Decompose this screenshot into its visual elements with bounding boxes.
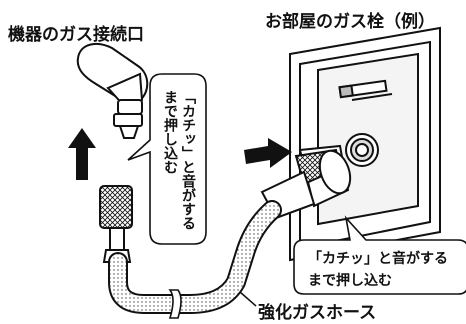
hose-break-marks	[168, 289, 182, 319]
callout-right-bubble	[293, 215, 466, 295]
appliance-connector-label: 機器のガス接続口	[8, 25, 144, 45]
room-gas-valve-label: お部屋のガス栓（例）	[265, 12, 435, 32]
callout-right-line2: まで押し込む	[308, 273, 392, 289]
right-arrow-icon	[244, 138, 292, 168]
hose-nut-drawing	[99, 185, 133, 263]
callout-left-line2: まで押し込む	[162, 90, 178, 174]
callout-left-line1: 「カチッ」と音がする	[180, 90, 196, 230]
appliance-connector-drawing	[76, 42, 149, 139]
up-arrow-icon	[68, 128, 96, 180]
callout-left-bubble	[127, 73, 207, 245]
reinforced-hose-label: 強化ガスホース	[258, 303, 377, 323]
hose-leader-line	[239, 291, 257, 307]
gas-valve-plate-drawing	[289, 26, 441, 262]
callout-right-line1: 「カチッ」と音がする	[308, 251, 448, 267]
